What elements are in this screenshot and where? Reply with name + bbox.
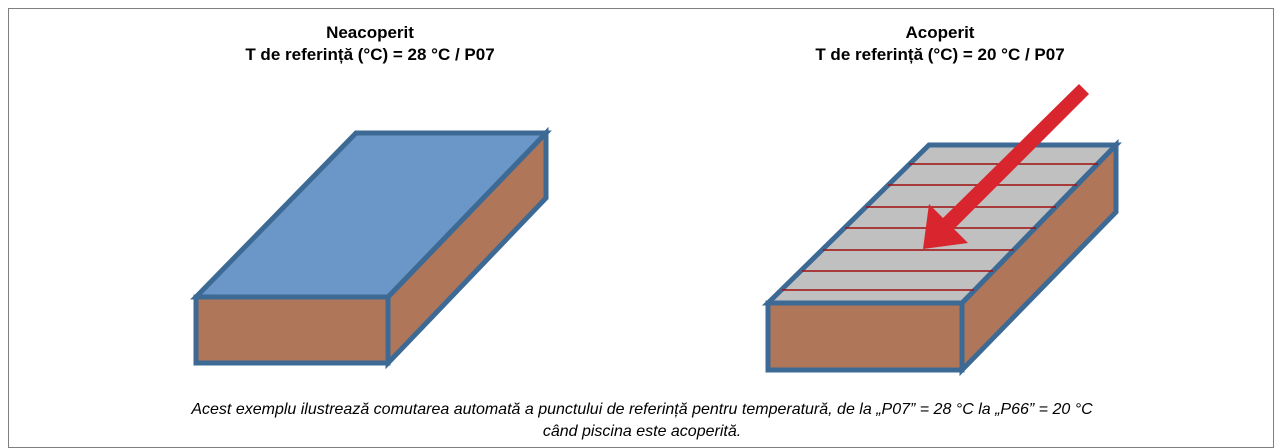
uncovered-setpoint: T de referință (°C) = 28 °C / P07 — [245, 45, 495, 64]
covered-pool-icon — [761, 138, 1122, 377]
caption-line-2: când piscina este acoperită. — [542, 423, 742, 440]
red-arrow-shape — [923, 84, 1089, 249]
covered-setpoint: T de referință (°C) = 20 °C / P07 — [815, 45, 1065, 64]
caption-line-1: Acest exemplu ilustrează comutarea autom… — [191, 401, 1093, 418]
covered-pool-front-wall — [765, 300, 965, 373]
caption: Acest exemplu ilustrează comutarea autom… — [20, 399, 1264, 443]
uncovered-title: Neacoperit T de referință (°C) = 28 °C /… — [180, 22, 560, 66]
uncovered-pool-icon — [190, 126, 552, 370]
covered-label: Acoperit — [905, 23, 975, 42]
uncovered-label: Neacoperit — [326, 23, 414, 42]
covered-title: Acoperit T de referință (°C) = 20 °C / P… — [730, 22, 1150, 66]
uncovered-pool-front-wall — [193, 294, 391, 366]
red-arrow-icon — [923, 84, 1089, 249]
